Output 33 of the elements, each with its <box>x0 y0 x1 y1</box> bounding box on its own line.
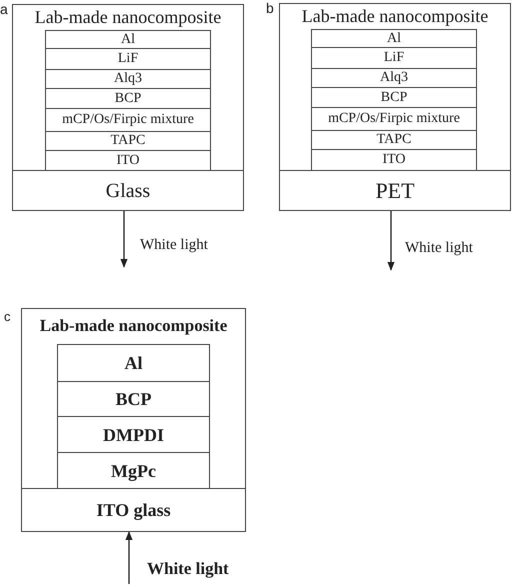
layer: TAPC <box>45 131 211 151</box>
layer: Al <box>57 344 210 382</box>
heading-text: Lab-made nanocomposite <box>34 8 222 28</box>
layer: Alq3 <box>311 68 477 88</box>
panel-letter: a <box>0 2 8 18</box>
layer: Alq3 <box>45 69 211 89</box>
layer: Al <box>45 30 211 49</box>
edge-label: White light <box>147 560 229 579</box>
device-frame <box>12 4 244 211</box>
layer: BCP <box>311 87 477 108</box>
layer: MgPc <box>57 452 210 489</box>
layer: DMPDI <box>57 416 210 453</box>
arrow <box>120 211 128 268</box>
layer: Al <box>311 29 477 48</box>
layer: BCP <box>45 88 211 109</box>
arrow <box>387 211 395 271</box>
arrow <box>125 531 133 584</box>
heading-text: Lab-made nanocomposite <box>40 317 228 336</box>
device-frame <box>21 308 246 532</box>
layer: mCP/Os/Firpic mixture <box>45 108 211 132</box>
layer: ITO <box>45 150 211 171</box>
layer: LiF <box>45 48 211 70</box>
heading-text: Lab-made nanocomposite <box>302 7 488 27</box>
device-frame <box>279 3 511 211</box>
layer: ITO <box>311 149 477 171</box>
layer: LiF <box>311 47 477 69</box>
layer: BCP <box>57 381 210 417</box>
edge-label: White light <box>140 237 208 254</box>
layer: TAPC <box>311 130 477 150</box>
edge-label: White light <box>405 240 473 256</box>
panel-letter: c <box>4 310 10 324</box>
panel-letter: b <box>266 1 274 16</box>
layer: mCP/Os/Firpic mixture <box>311 107 477 131</box>
